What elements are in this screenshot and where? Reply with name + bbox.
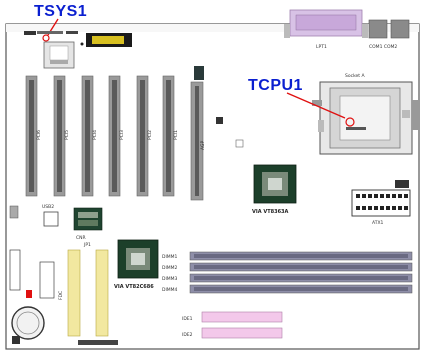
dimm2-label: DIMM2 [162, 265, 178, 271]
left-chip-small [43, 211, 59, 227]
jumper-block-label [92, 36, 124, 44]
left-bottom-header-2 [39, 261, 55, 299]
ide2-label: IDE2 [182, 332, 193, 338]
dimm-slot-1-contacts [194, 254, 408, 258]
bios-base [50, 60, 68, 64]
cpu-socket-side [412, 100, 418, 130]
parallel-bracket-left [284, 24, 290, 38]
fdc-label: FDC [58, 291, 64, 300]
atx-pins [356, 194, 408, 210]
audio-module-label [78, 212, 98, 218]
battery-clip [12, 336, 20, 344]
cpu-socket-pins [339, 95, 391, 141]
cpu-socket-clip-right [402, 110, 410, 118]
com1-port [368, 19, 388, 39]
parallel-port-pins [295, 14, 357, 31]
lpt1-label: LPT1 [316, 44, 327, 50]
left-bottom-led [26, 290, 32, 298]
header-top-left-2 [37, 31, 63, 34]
dimm-slot-3-contacts [194, 276, 408, 280]
header-top-left-3 [66, 31, 78, 34]
jp-connector [95, 249, 109, 337]
tcpu1-sensor [346, 127, 366, 130]
atx-power-connector [351, 189, 411, 217]
fdc-connector [67, 249, 81, 337]
tcpu1-marker [345, 117, 355, 127]
parallel-bracket-right [362, 24, 368, 38]
pci-slots [25, 75, 175, 197]
jumper-pin [80, 42, 84, 46]
bios-label [49, 45, 69, 61]
pci3-label: PCI3 [119, 130, 125, 140]
pci-slot-1-contacts [166, 80, 171, 192]
atx-label: ATX1 [372, 220, 384, 226]
header-top-left [24, 31, 36, 35]
pci-slot-5-contacts [57, 80, 62, 192]
socket-label: Socket A [345, 73, 365, 79]
pci1-label: PCI1 [173, 130, 179, 140]
ide1-label: IDE1 [182, 316, 193, 322]
capacitor-1 [194, 66, 204, 80]
south-bridge-core [131, 253, 145, 265]
com-label: COM1 COM2 [369, 44, 397, 50]
dimm-slot-2-contacts [194, 265, 408, 269]
board-top-edge [6, 24, 419, 32]
pci2-label: PCI2 [147, 130, 153, 140]
pci-slot-3-contacts [112, 80, 117, 192]
pci5-label: PCI5 [64, 130, 70, 140]
tcpu1-pointer [286, 92, 346, 119]
agp-slot-contacts [195, 86, 199, 196]
cnr-label: CNR [76, 235, 86, 241]
ide2-connector [201, 327, 283, 339]
jp-label: JP1 [83, 242, 91, 248]
audio-module [73, 207, 103, 231]
capacitor-2 [216, 117, 223, 124]
agp-label: AGP [200, 141, 206, 150]
pci-slot-4-contacts [85, 80, 90, 192]
pci-slot-2-contacts [140, 80, 145, 192]
capacitor-3 [235, 139, 244, 148]
front-panel-header [78, 340, 118, 345]
dimm4-label: DIMM4 [162, 287, 178, 293]
south-bridge-label: VIA VT82C686 [114, 284, 154, 290]
tsys1-label: TSYS1 [34, 3, 87, 20]
dimm3-label: DIMM3 [162, 276, 178, 282]
atx-aux-header [395, 180, 409, 188]
north-bridge-label: VIA VT8363A [252, 209, 289, 215]
pci-slot-6-contacts [29, 80, 34, 192]
cmos-battery-inner [16, 311, 40, 335]
com2-port [390, 19, 410, 39]
left-header-1 [9, 205, 19, 219]
pci6-label: PCI6 [36, 130, 42, 140]
cpu-socket-lever [312, 100, 322, 106]
dimm1-label: DIMM1 [162, 254, 178, 260]
tsys1-marker [42, 34, 50, 42]
dimm-slots [189, 251, 413, 294]
ide1-connector [201, 311, 283, 323]
north-bridge-core [268, 178, 282, 190]
pci4-label: PCI4 [92, 130, 98, 140]
tcpu1-label: TCPU1 [248, 77, 303, 94]
dimm-slot-4-contacts [194, 287, 408, 291]
audio-module-label-2 [78, 220, 98, 226]
left-bottom-header-1 [9, 249, 21, 291]
cpu-socket-clip-left [318, 120, 324, 132]
usb-label: USB2 [42, 204, 54, 210]
